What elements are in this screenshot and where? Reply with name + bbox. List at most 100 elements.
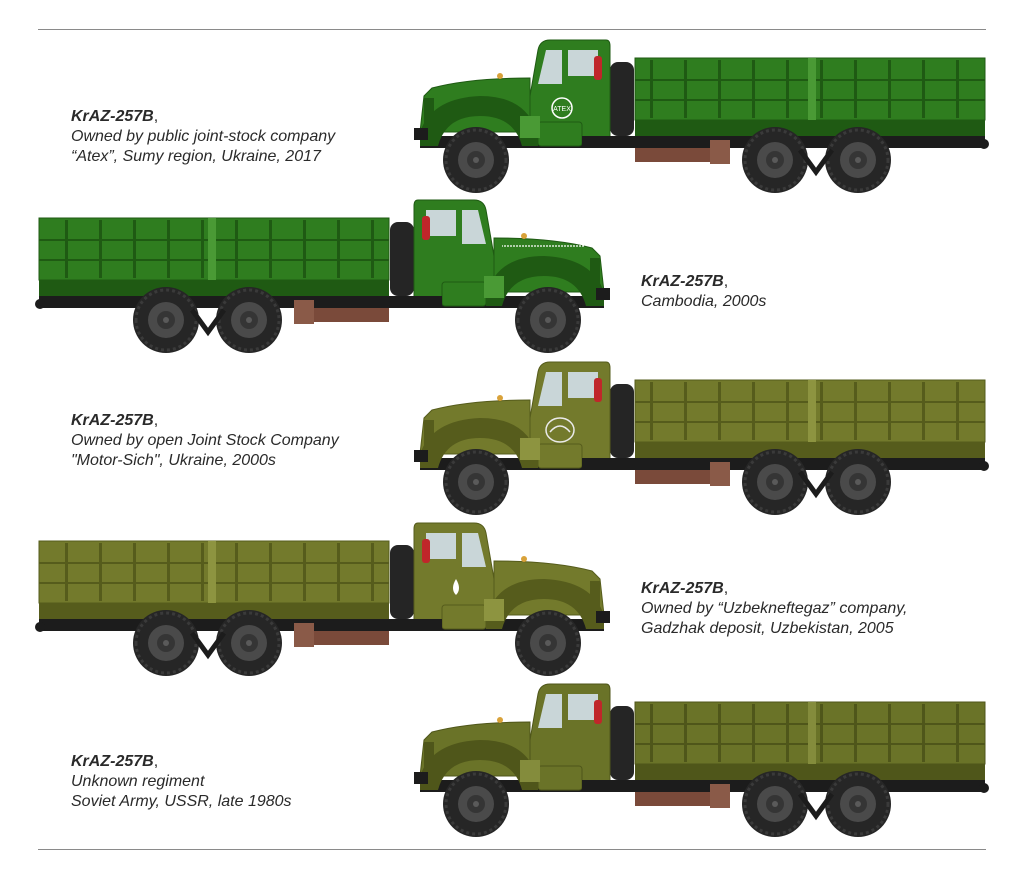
- bed-stake: [337, 220, 340, 278]
- hub-cap: [772, 157, 778, 163]
- bed-floor: [635, 120, 985, 136]
- hub-cap: [855, 157, 861, 163]
- hub-cap: [545, 317, 551, 323]
- tow-hitch: [35, 622, 45, 632]
- caption-title: KrAZ-257B: [71, 412, 154, 429]
- bed-stake: [650, 704, 653, 762]
- tow-hitch: [979, 461, 989, 471]
- caption-3: KrAZ-257B, Owned by open Joint Stock Com…: [71, 412, 339, 469]
- fuel-tank: [537, 765, 583, 791]
- caption-line: “Atex”, Sumy region, Ukraine, 2017: [71, 148, 321, 165]
- bed-stake: [303, 220, 306, 278]
- caption-5: KrAZ-257B, Unknown regiment Soviet Army,…: [71, 753, 292, 810]
- exhaust-pipe: [309, 631, 389, 645]
- spare-wheel: [610, 62, 634, 136]
- step-board: [582, 136, 612, 148]
- bed-stake: [718, 382, 721, 440]
- bed-stake: [888, 704, 891, 762]
- fire-extinguisher: [594, 56, 602, 80]
- radiator-grille: [590, 581, 600, 611]
- cab-side-window: [426, 210, 456, 236]
- bed-stake: [718, 704, 721, 762]
- bed-floor: [635, 764, 985, 780]
- fuel-tank: [441, 281, 487, 307]
- bed-stake: [65, 543, 68, 601]
- caption-1: KrAZ-257B, Owned by public joint-stock c…: [71, 108, 336, 165]
- bed-stake: [133, 543, 136, 601]
- bogie-spring: [797, 470, 835, 499]
- bed-stake: [786, 60, 789, 118]
- bed-floor: [635, 442, 985, 458]
- truck-body: [35, 199, 610, 353]
- windshield: [538, 50, 562, 84]
- bed-center-post: [808, 380, 816, 442]
- step-board: [582, 458, 612, 470]
- radiator-grille: [424, 742, 434, 772]
- rear-spring-bracket: [294, 623, 314, 647]
- caption-line: Cambodia, 2000s: [641, 293, 767, 310]
- truck-body: [414, 683, 989, 837]
- bed-stake: [888, 60, 891, 118]
- bed-stake: [684, 60, 687, 118]
- bed-stake: [650, 60, 653, 118]
- jerry-can: [484, 599, 504, 621]
- bed-stake: [99, 220, 102, 278]
- bed-floor: [39, 603, 389, 619]
- rear-spring-bracket: [710, 140, 730, 164]
- front-fender: [420, 418, 538, 468]
- bogie-spring: [797, 792, 835, 821]
- exhaust-pipe: [635, 470, 715, 484]
- cab-side-window: [426, 533, 456, 559]
- hub-cap: [473, 801, 479, 807]
- bed-stake: [888, 382, 891, 440]
- bed-stake: [337, 543, 340, 601]
- bed-stake: [269, 220, 272, 278]
- tow-hitch: [979, 139, 989, 149]
- caption-title: KrAZ-257B: [71, 753, 154, 770]
- radiator-grille: [424, 420, 434, 450]
- radiator-grille: [424, 98, 434, 128]
- caption-line: "Motor-Sich", Ukraine, 2000s: [71, 452, 276, 469]
- bed-stake: [684, 704, 687, 762]
- marker-light: [521, 556, 527, 562]
- bed-stake: [752, 382, 755, 440]
- truck-illustration-1: ATEX: [414, 39, 989, 193]
- hub-cap: [246, 317, 252, 323]
- bed-stake: [786, 704, 789, 762]
- bed-stake: [854, 382, 857, 440]
- bed-stake: [786, 382, 789, 440]
- rear-spring-bracket: [710, 784, 730, 808]
- tire-tread: [826, 450, 890, 514]
- hub-cap: [772, 479, 778, 485]
- marker-light: [497, 717, 503, 723]
- bed-stake: [752, 704, 755, 762]
- radiator-grille: [590, 258, 600, 288]
- truck-body: [35, 522, 610, 676]
- motor-sich-logo-icon: [545, 417, 575, 443]
- jerry-can: [484, 276, 504, 298]
- bed-stake: [922, 382, 925, 440]
- windshield: [538, 694, 562, 728]
- bed-stake: [650, 382, 653, 440]
- caption-line: Unknown regiment: [71, 773, 205, 790]
- tire-tread: [444, 128, 508, 192]
- caption-line: Owned by public joint-stock company: [71, 128, 336, 145]
- step-board: [582, 780, 612, 792]
- exhaust-pipe: [635, 148, 715, 162]
- bed-stake: [371, 543, 374, 601]
- windshield: [538, 372, 562, 406]
- front-fender: [420, 96, 538, 146]
- emblem-label: ATEX: [553, 106, 571, 113]
- fire-extinguisher: [594, 378, 602, 402]
- bed-stake: [956, 704, 959, 762]
- bed-stake: [201, 543, 204, 601]
- fuel-tank: [537, 443, 583, 469]
- marker-light: [521, 233, 527, 239]
- fuel-tank: [537, 121, 583, 147]
- truck-illustration-2: [35, 199, 610, 353]
- bed-stake: [922, 60, 925, 118]
- tire-tread: [444, 450, 508, 514]
- caption-title: KrAZ-257B: [641, 273, 724, 290]
- bogie-spring: [797, 148, 835, 177]
- step-board: [412, 619, 442, 631]
